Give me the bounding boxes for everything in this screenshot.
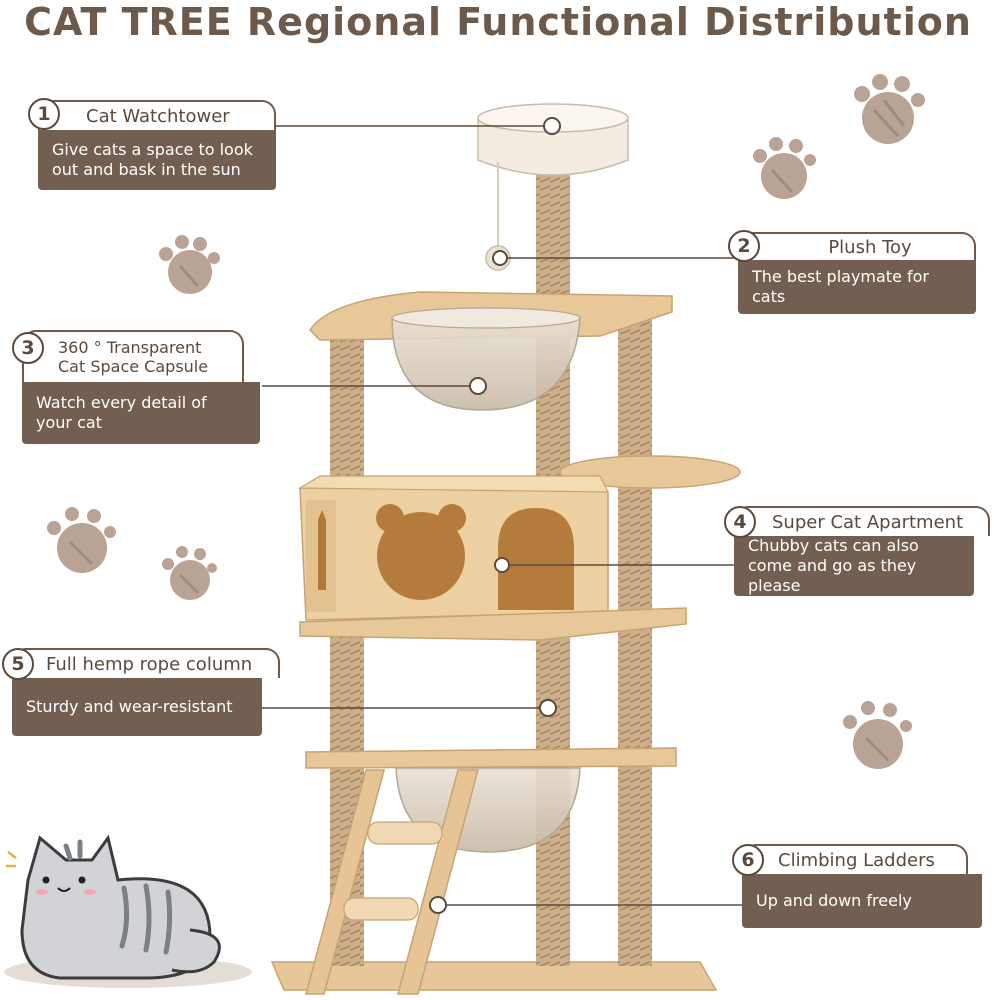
base-platform [270, 961, 718, 991]
callout-label: Cat Watchtower [38, 100, 276, 130]
cat-illustration [4, 834, 252, 988]
callout-number-5: 5 [2, 648, 34, 680]
climbing-ladder [305, 769, 385, 995]
callout-label: Full hemp rope column [12, 648, 280, 678]
callout-number-3: 3 [12, 332, 44, 364]
watchtower-bed [477, 117, 629, 176]
callout-description: Chubby cats can also come and go as they… [734, 536, 974, 596]
callout-label: 360 ° Transparent Cat Space Capsule [22, 330, 244, 382]
callout-description: Give cats a space to look out and bask i… [38, 130, 276, 190]
side-perch [559, 455, 741, 489]
paw-print-icon [47, 74, 925, 769]
page-title: CAT TREE Regional Functional Distributio… [24, 0, 972, 44]
bear-shaped-entrance [377, 512, 465, 600]
lower-platform [305, 747, 677, 769]
callout-label: Plush Toy [738, 232, 976, 260]
callout-number-2: 2 [728, 230, 760, 262]
arch-entrance [498, 508, 574, 610]
callout-number-4: 4 [724, 506, 756, 538]
rope-post-right [618, 316, 652, 966]
callout-label: Climbing Ladders [742, 844, 968, 874]
space-capsule [391, 317, 581, 411]
callout-description: Watch every detail of your cat [22, 382, 260, 444]
callout-number-1: 1 [28, 98, 60, 130]
callout-description: Up and down freely [742, 874, 982, 928]
callout-label: Super Cat Apartment [734, 506, 990, 536]
callout-description: Sturdy and wear-resistant [12, 678, 262, 736]
callout-number-6: 6 [732, 844, 764, 876]
callout-description: The best playmate for cats [738, 260, 976, 314]
